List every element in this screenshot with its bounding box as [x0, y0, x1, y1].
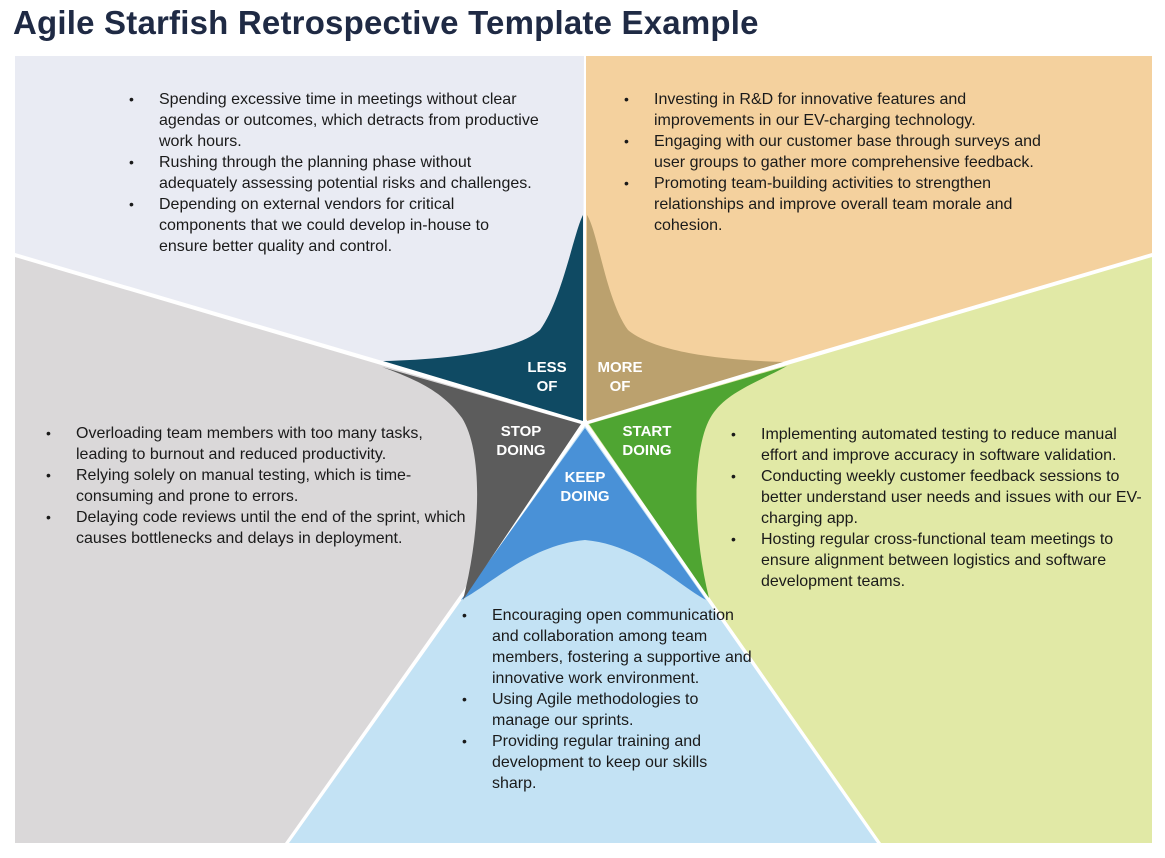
list-item: Spending excessive time in meetings with…	[129, 89, 539, 152]
less-of-list: Spending excessive time in meetings with…	[129, 89, 539, 257]
stop-doing-arm	[382, 367, 581, 600]
less-of-label-line2: OF	[536, 378, 558, 395]
start-doing-label: START DOING	[602, 422, 692, 460]
list-item: Relying solely on manual testing, which …	[46, 465, 466, 507]
start-doing-label-line1: START	[622, 423, 672, 440]
less-of-label: LESS OF	[502, 358, 592, 396]
list-item: Encouraging open communication and colla…	[462, 605, 752, 689]
stop-doing-sector	[15, 257, 581, 843]
less-of-label-line1: LESS	[527, 359, 567, 376]
keep-doing-label: KEEP DOING	[540, 468, 630, 506]
page-title: Agile Starfish Retrospective Template Ex…	[13, 4, 759, 41]
list-item: Hosting regular cross-functional team me…	[731, 529, 1151, 592]
stop-doing-label-line1: STOP	[500, 423, 542, 440]
keep-doing-arm	[461, 428, 706, 600]
stop-doing-label-line2: DOING	[496, 442, 546, 459]
more-of-arm	[587, 215, 783, 421]
list-item: Promoting team-building activities to st…	[624, 173, 1044, 236]
list-item: Investing in R&D for innovative features…	[624, 89, 1044, 131]
list-item: Implementing automated testing to reduce…	[731, 424, 1151, 466]
start-doing-arm	[589, 366, 787, 598]
less-of-arm	[383, 215, 583, 421]
start-doing-list: Implementing automated testing to reduce…	[731, 424, 1151, 592]
stop-doing-list: Overloading team members with too many t…	[46, 423, 466, 549]
list-item: Using Agile methodologies to manage our …	[462, 689, 752, 731]
more-of-label: MORE OF	[575, 358, 665, 396]
start-doing-label-line2: DOING	[622, 442, 672, 459]
list-item: Engaging with our customer base through …	[624, 131, 1044, 173]
list-item: Providing regular training and developme…	[462, 731, 752, 794]
keep-doing-list: Encouraging open communication and colla…	[462, 605, 752, 794]
keep-doing-label-line1: KEEP	[564, 469, 606, 486]
stop-doing-label: STOP DOING	[476, 422, 566, 460]
list-item: Conducting weekly customer feedback sess…	[731, 466, 1151, 529]
more-of-list: Investing in R&D for innovative features…	[624, 89, 1044, 236]
list-item: Rushing through the planning phase witho…	[129, 152, 539, 194]
more-of-label-line1: MORE	[597, 359, 643, 376]
more-of-label-line2: OF	[609, 378, 631, 395]
list-item: Delaying code reviews until the end of t…	[46, 507, 466, 549]
list-item: Overloading team members with too many t…	[46, 423, 466, 465]
list-item: Depending on external vendors for critic…	[129, 194, 539, 257]
keep-doing-label-line2: DOING	[560, 488, 610, 505]
